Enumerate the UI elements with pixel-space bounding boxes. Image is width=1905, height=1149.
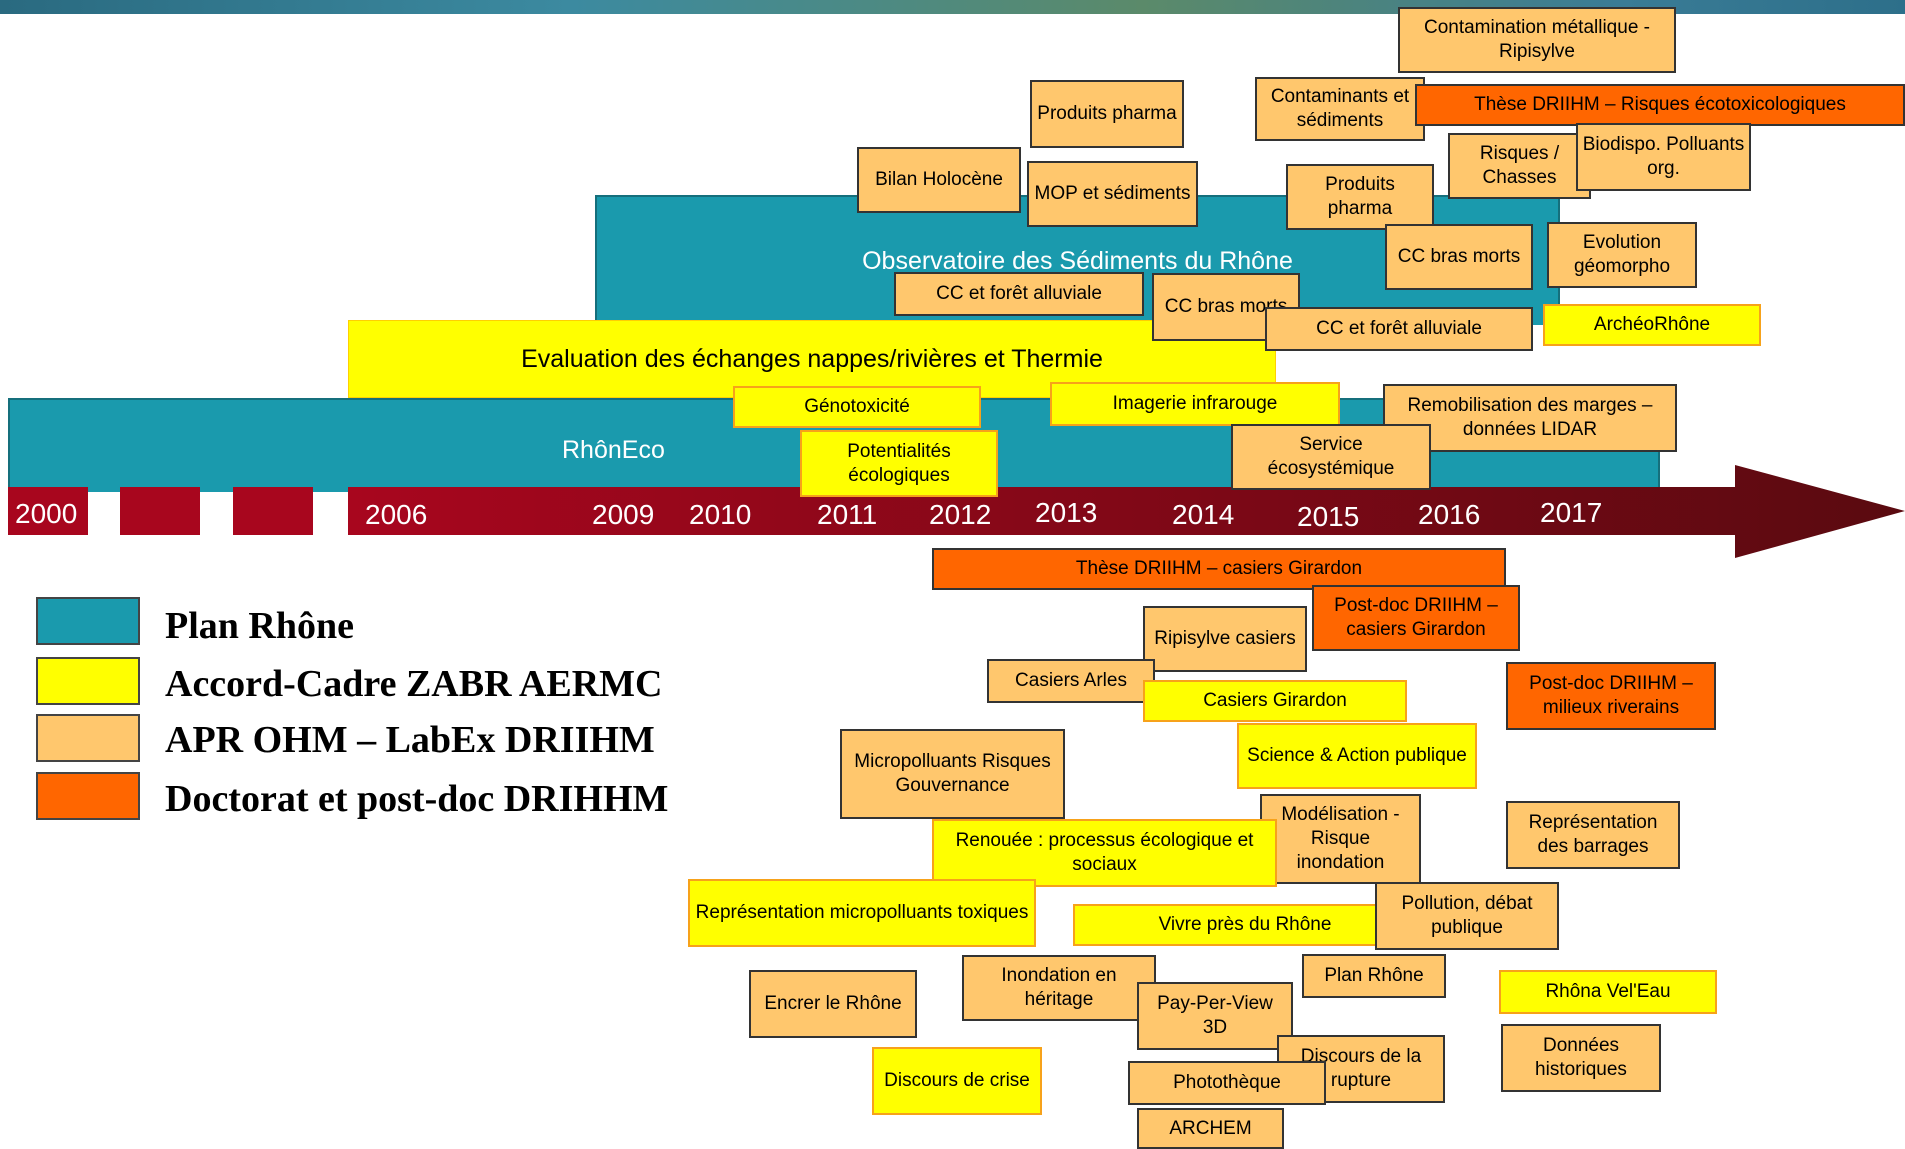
year-label: 2014 — [1172, 499, 1235, 530]
legend-label: Doctorat et post-doc DRIHHM — [165, 778, 669, 820]
project-box: Ripisylve casiers — [1143, 606, 1307, 672]
year-label: 2006 — [365, 499, 428, 530]
project-box: Pollution, débat publique — [1375, 882, 1559, 950]
evaluation-band: Evaluation des échanges nappes/rivières … — [348, 320, 1276, 398]
project-box: Contamination métallique - Ripisylve — [1398, 7, 1676, 73]
project-box: CC et forêt alluviale — [894, 272, 1144, 316]
project-box: CC bras morts — [1385, 224, 1533, 290]
project-box: Encrer le Rhône — [749, 970, 917, 1038]
legend-swatch — [36, 714, 140, 762]
project-box: Evolution géomorpho — [1547, 222, 1697, 288]
project-box: Photothèque — [1128, 1061, 1326, 1105]
year-block-blank-1 — [120, 487, 200, 535]
project-box: Risques / Chasses — [1448, 133, 1591, 199]
project-box: Biodispo. Polluants org. — [1576, 123, 1751, 191]
project-box: Plan Rhône — [1302, 954, 1446, 998]
year-label: 2010 — [689, 499, 752, 530]
project-box: Science & Action publique — [1237, 723, 1477, 789]
project-box: Discours de crise — [872, 1047, 1042, 1115]
project-box: Produits pharma — [1030, 80, 1184, 148]
year-label: 2011 — [817, 499, 878, 530]
project-box: Données historiques — [1501, 1024, 1661, 1092]
project-box: Post-doc DRIIHM – milieux riverains — [1506, 662, 1716, 730]
project-box: Service écosystémique — [1231, 424, 1431, 490]
project-box: Remobilisation des marges – données LIDA… — [1383, 384, 1677, 452]
project-box: Micropolluants Risques Gouvernance — [840, 729, 1065, 819]
observatoire-label: Observatoire des Sédiments du Rhône — [862, 247, 1293, 275]
year-label: 2013 — [1035, 497, 1098, 528]
project-box: Thèse DRIIHM – casiers Girardon — [932, 548, 1506, 590]
year-label: 2000 — [15, 498, 78, 529]
year-label: 2016 — [1418, 499, 1481, 530]
evaluation-label: Evaluation des échanges nappes/rivières … — [521, 344, 1103, 373]
year-label: 2012 — [929, 499, 992, 530]
project-box: Modélisation - Risque inondation — [1260, 794, 1421, 884]
legend-label: Accord-Cadre ZABR AERMC — [165, 663, 663, 705]
project-box: Thèse DRIIHM – Risques écotoxicologiques — [1415, 84, 1905, 126]
project-box: MOP et sédiments — [1027, 161, 1198, 227]
legend-swatch — [36, 657, 140, 705]
project-box: Casiers Arles — [987, 659, 1155, 703]
project-box: Post-doc DRIIHM – casiers Girardon — [1312, 585, 1520, 651]
project-box: CC et forêt alluviale — [1265, 307, 1533, 351]
project-box: Casiers Girardon — [1143, 680, 1407, 722]
project-box: Inondation en héritage — [962, 955, 1156, 1021]
project-box: Potentialités écologiques — [800, 430, 998, 497]
year-block-blank-2 — [233, 487, 313, 535]
year-label: 2017 — [1540, 497, 1603, 528]
project-box: ArchéoRhône — [1543, 304, 1761, 346]
rhoneco-label: RhônEco — [562, 436, 665, 464]
project-box: Renouée : processus écologique et sociau… — [932, 819, 1277, 887]
year-label: 2015 — [1297, 501, 1360, 532]
project-box: Représentation des barrages — [1506, 801, 1680, 869]
project-box: Imagerie infrarouge — [1050, 382, 1340, 426]
legend-label: APR OHM – LabEx DRIIHM — [165, 719, 655, 761]
project-box: Génotoxicité — [733, 386, 981, 428]
legend-label: Plan Rhône — [165, 605, 354, 647]
project-box: Représentation micropolluants toxiques — [688, 879, 1036, 947]
legend-swatch — [36, 772, 140, 820]
project-box: Contaminants et sédiments — [1255, 77, 1425, 141]
project-box: Pay-Per-View 3D — [1137, 982, 1293, 1050]
year-label: 2009 — [592, 499, 655, 530]
project-box: Rhôna Vel'Eau — [1499, 970, 1717, 1014]
project-box: Bilan Holocène — [857, 147, 1021, 213]
project-box: Produits pharma — [1286, 164, 1434, 230]
project-box: Vivre près du Rhône — [1073, 904, 1417, 946]
project-box: ARCHEM — [1137, 1108, 1284, 1149]
legend-swatch — [36, 597, 140, 645]
